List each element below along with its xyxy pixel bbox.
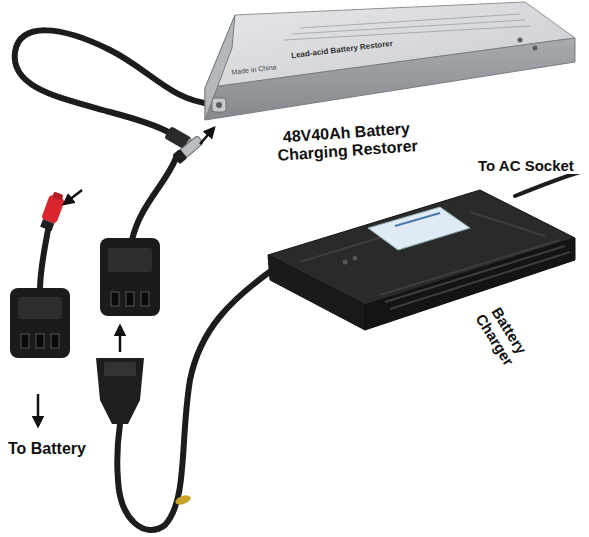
adapter-cable xyxy=(132,158,176,240)
restorer-cable xyxy=(15,30,212,133)
charger-sticker xyxy=(368,207,470,250)
cable-tie xyxy=(174,494,192,507)
charger-cable xyxy=(117,268,275,530)
connection-label: To AC Socket xyxy=(478,157,583,174)
device-print: Made in China xyxy=(224,62,285,77)
iec-female-connector xyxy=(100,238,160,316)
restorer-box xyxy=(205,2,575,120)
product-label: 48V40Ah Battery Charging Restorer xyxy=(261,118,433,167)
ac-cord xyxy=(515,172,580,196)
product-label: Battery Charger xyxy=(466,292,538,378)
iec-male-plug xyxy=(96,358,144,424)
battery-charger xyxy=(268,190,575,330)
pointer-arrows xyxy=(38,128,214,426)
red-plug xyxy=(38,190,66,231)
connection-label: To Battery xyxy=(8,440,108,458)
battery-cable xyxy=(40,230,48,290)
device-print: Lead-acid Battery Restorer xyxy=(282,38,402,62)
battery-connector xyxy=(10,288,70,358)
